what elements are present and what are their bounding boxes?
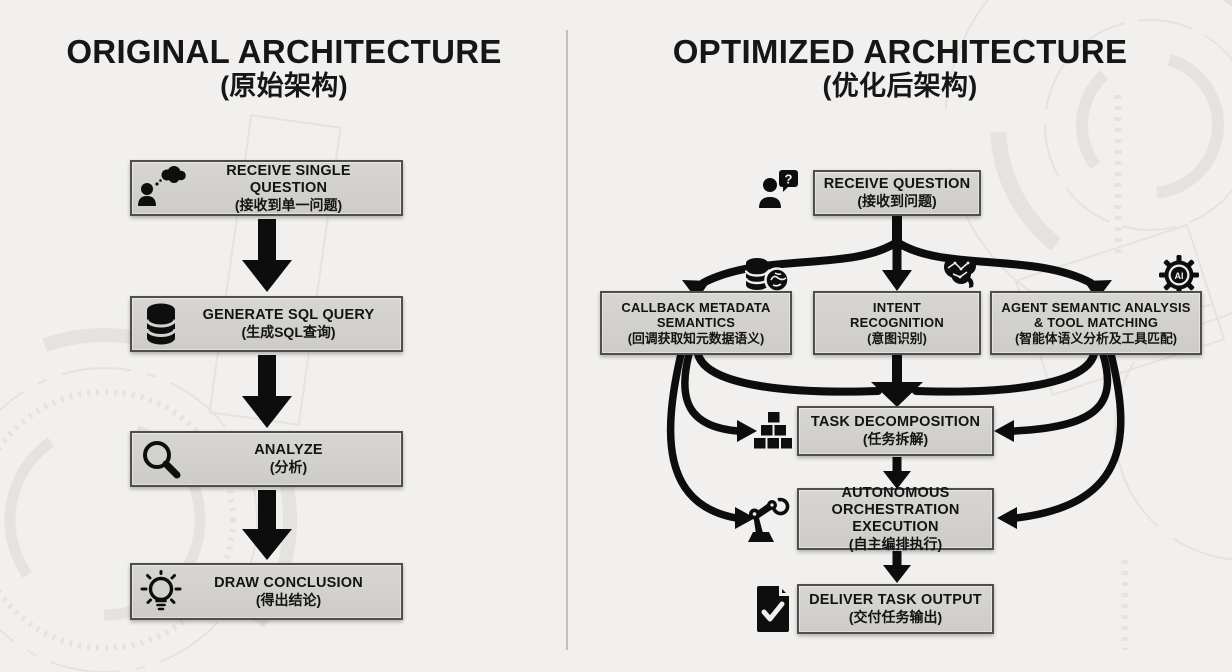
- node-receive-question: RECEIVE QUESTION (接收到问题): [813, 170, 981, 216]
- right-panel-title: OPTIMIZED ARCHITECTURE (优化后架构): [610, 33, 1190, 103]
- node-label-zh: (接收到问题): [857, 193, 937, 210]
- node-label-en: TASK DECOMPOSITION: [810, 414, 981, 431]
- lightbulb-icon: [132, 569, 190, 615]
- person-question-icon: ?: [756, 166, 806, 216]
- brain-icon: [940, 252, 982, 292]
- left-column-arrows: [242, 219, 292, 560]
- node-draw-conclusion: DRAW CONCLUSION (得出结论): [130, 563, 403, 620]
- node-label-zh: (分析): [269, 459, 308, 476]
- node-label-zh: (生成SQL查询): [241, 324, 336, 341]
- left-panel-title: ORIGINAL ARCHITECTURE (原始架构): [4, 33, 564, 103]
- node-label-en: DELIVER TASK OUTPUT: [809, 592, 982, 609]
- node-label-en: GENERATE SQL QUERY: [202, 307, 375, 324]
- node-label-zh: (智能体语义分析及工具匹配): [1014, 330, 1178, 346]
- node-label-en2: SEMANTICS: [656, 315, 736, 331]
- node-task-decomposition: TASK DECOMPOSITION (任务拆解): [797, 406, 994, 456]
- question-bubble-char: ?: [785, 172, 793, 187]
- right-title-text: OPTIMIZED ARCHITECTURE: [672, 33, 1128, 70]
- blocks-icon: [752, 410, 792, 456]
- node-analyze: ANALYZE (分析): [130, 431, 403, 487]
- node-label-en: AUTONOMOUS: [841, 485, 950, 502]
- node-label-zh: (回调获取知元数据语义): [627, 330, 765, 346]
- node-label-en: AGENT SEMANTIC ANALYSIS: [1001, 300, 1191, 316]
- node-label-en2: & TOOL MATCHING: [1033, 315, 1159, 331]
- merge-arrows: [694, 347, 1098, 396]
- magnifier-icon: [132, 438, 190, 480]
- node-intent-recognition: INTENT RECOGNITION (意图识别): [813, 291, 981, 355]
- node-label-zh: (自主编排执行): [848, 536, 943, 553]
- node-receive-single-question: RECEIVE SINGLE QUESTION (接收到单一问题): [130, 160, 403, 216]
- node-label-zh: (任务拆解): [862, 431, 929, 448]
- node-label-zh: (交付任务输出): [848, 609, 943, 626]
- node-label-en: DRAW CONCLUSION: [214, 574, 363, 591]
- node-label-en: CALLBACK METADATA: [621, 300, 771, 316]
- node-label-zh: (意图识别): [867, 330, 927, 346]
- ai-gear-label: AI: [1175, 271, 1184, 281]
- node-label-zh: (接收到单一问题): [234, 196, 343, 213]
- robot-arm-icon: [742, 488, 792, 546]
- right-subtitle-text: (优化后架构): [822, 71, 978, 102]
- node-label-en: RECEIVE QUESTION: [823, 176, 971, 193]
- left-title-text: ORIGINAL ARCHITECTURE: [66, 33, 502, 70]
- node-label-en: ANALYZE: [254, 442, 323, 459]
- node-callback-metadata-semantics: CALLBACK METADATA SEMANTICS (回调获取知元数据语义): [600, 291, 792, 355]
- node-deliver-task-output: DELIVER TASK OUTPUT (交付任务输出): [797, 584, 994, 634]
- node-generate-sql-query: GENERATE SQL QUERY (生成SQL查询): [130, 296, 403, 352]
- node-label-en2: ORCHESTRATION EXECUTION: [831, 502, 960, 536]
- left-subtitle-text: (原始架构): [220, 71, 348, 102]
- ai-gear-icon: AI: [1158, 254, 1200, 296]
- node-label-en: INTENT: [872, 300, 922, 316]
- person-thinking-icon: [132, 166, 190, 210]
- node-label-en2: RECOGNITION: [850, 315, 944, 331]
- node-autonomous-orchestration: AUTONOMOUS ORCHESTRATION EXECUTION (自主编排…: [797, 485, 994, 553]
- node-label-zh: (得出结论): [255, 591, 322, 608]
- node-label-en: RECEIVE SINGLE QUESTION: [226, 162, 351, 196]
- database-icon: [132, 302, 190, 346]
- document-check-icon: [754, 584, 792, 634]
- node-agent-semantic-analysis: AGENT SEMANTIC ANALYSIS & TOOL MATCHING …: [990, 291, 1202, 355]
- database-brain-icon: [742, 256, 790, 294]
